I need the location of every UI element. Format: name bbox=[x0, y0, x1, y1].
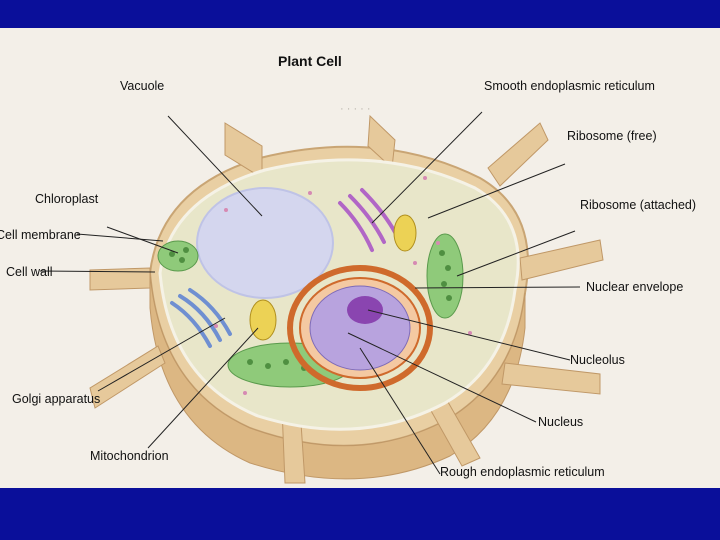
vacuole bbox=[196, 187, 334, 299]
nucleus-shape bbox=[287, 265, 433, 391]
label-nucleolus: Nucleolus bbox=[570, 353, 625, 367]
nucleolus-shape bbox=[347, 296, 383, 324]
label-rough-er: Rough endoplasmic reticulum bbox=[440, 465, 605, 479]
label-cell-wall: Cell wall bbox=[6, 265, 53, 279]
label-smooth-er: Smooth endoplasmic reticulum bbox=[484, 79, 655, 93]
label-nuclear-envelope: Nuclear envelope bbox=[586, 280, 684, 294]
figure-title: Plant Cell bbox=[278, 53, 342, 69]
background-print-bleed: · · · · · bbox=[340, 103, 371, 115]
label-ribosome-free: Ribosome (free) bbox=[567, 129, 657, 143]
plant-cell-diagram bbox=[39, 111, 604, 484]
label-cell-membrane: Cell membrane bbox=[0, 228, 81, 242]
ribosome-dots bbox=[214, 176, 472, 395]
slide-content: · · · · · bbox=[0, 28, 720, 488]
label-nucleus: Nucleus bbox=[538, 415, 584, 429]
label-ribosome-attached: Ribosome (attached) bbox=[580, 198, 697, 212]
label-vacuole: Vacuole bbox=[120, 79, 165, 93]
label-chloroplast: Chloroplast bbox=[35, 192, 99, 206]
label-golgi-apparatus: Golgi apparatus bbox=[12, 392, 101, 406]
label-mitochondrion: Mitochondrion bbox=[90, 449, 169, 463]
leader-lines bbox=[39, 111, 581, 475]
golgi-apparatus-shape bbox=[170, 288, 232, 348]
